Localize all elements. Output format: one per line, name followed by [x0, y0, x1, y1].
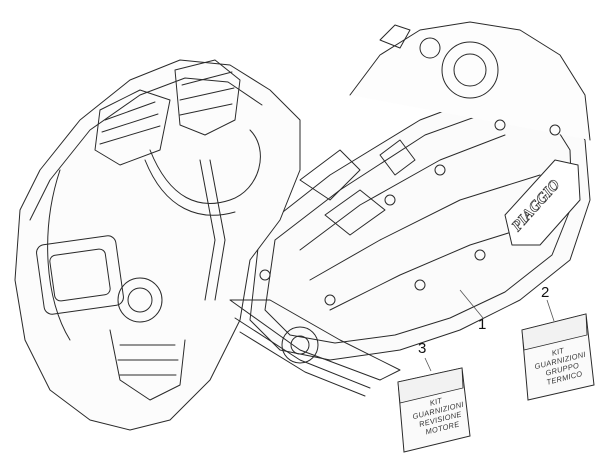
- gasket-kit-2: KIT GUARNIZIONI GRUPPO TERMICO: [521, 313, 595, 401]
- callout-3: 3: [418, 340, 427, 357]
- callout-2: 2: [541, 284, 550, 301]
- leader-line-2: [546, 299, 555, 322]
- svg-text:KIT: KIT: [429, 396, 444, 408]
- engine-block: [14, 59, 301, 431]
- logo-panel: [504, 159, 581, 246]
- svg-text:KIT: KIT: [551, 346, 566, 358]
- leader-line-3: [424, 357, 432, 372]
- callout-1: 1: [478, 316, 487, 333]
- gasket-kit-3: KIT GUARNIZIONI REVISIONE MOTORE: [397, 367, 471, 453]
- leader-line-1: [459, 289, 484, 319]
